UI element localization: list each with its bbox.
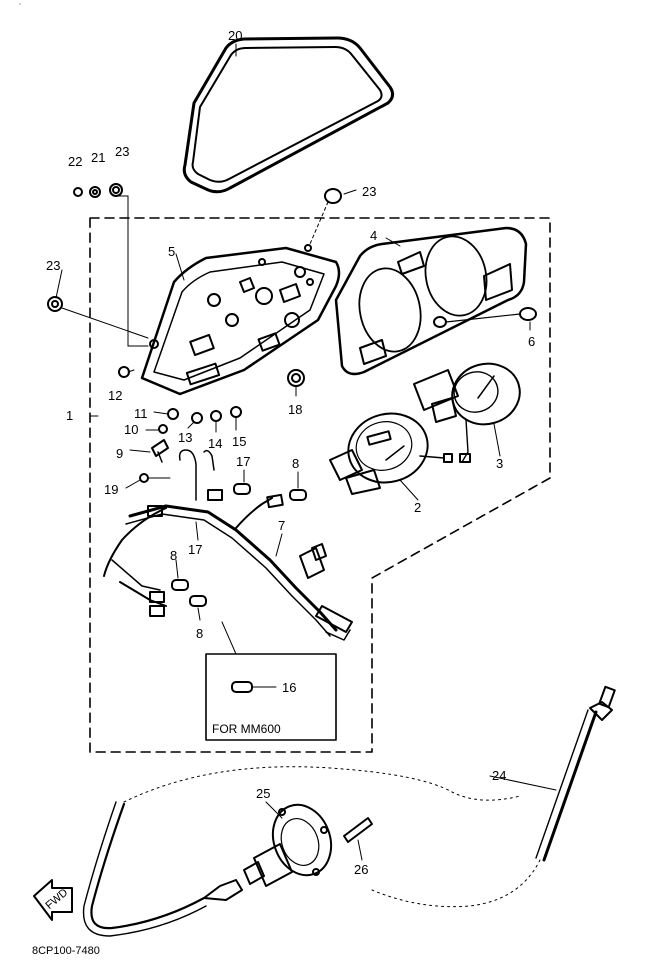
speedometer-part-2 xyxy=(329,412,453,495)
callout-21: 21 xyxy=(91,150,105,165)
callout-2: 2 xyxy=(414,500,421,515)
forward-arrow-label: FWD xyxy=(43,887,70,912)
callout-23-top-left: 23 xyxy=(115,144,129,159)
pin-part-26 xyxy=(343,817,373,843)
callout-4: 4 xyxy=(370,228,377,243)
callout-19: 19 xyxy=(104,482,118,497)
meter-panel-part-4 xyxy=(334,226,528,376)
callout-18: 18 xyxy=(288,402,302,417)
wire-harness-part-7 xyxy=(103,449,353,641)
grommet-part-18 xyxy=(287,369,305,387)
callout-12: 12 xyxy=(108,388,122,403)
callout-numbers: 20 22 21 23 23 4 5 23 6 12 18 1 11 10 13… xyxy=(46,28,535,877)
meter-cable-part-24 xyxy=(82,685,616,937)
fastener-parts-21-22-23 xyxy=(73,183,149,347)
callout-6: 6 xyxy=(528,334,535,349)
bulbs-parts-8-17-19 xyxy=(139,473,307,607)
callout-15: 15 xyxy=(232,434,246,449)
forward-arrow-icon xyxy=(33,879,73,921)
assembly-boundary-outline xyxy=(89,217,551,753)
meter-case-part-5 xyxy=(140,246,341,396)
callout-7: 7 xyxy=(278,518,285,533)
subset-box-label: FOR MM600 xyxy=(212,722,281,736)
callout-25: 25 xyxy=(256,786,270,801)
callout-17-upper: 17 xyxy=(236,454,250,469)
subset-box xyxy=(205,653,337,741)
callout-1: 1 xyxy=(66,408,73,423)
callout-10: 10 xyxy=(124,422,138,437)
callout-5: 5 xyxy=(168,244,175,259)
callout-17-lower: 17 xyxy=(188,542,202,557)
leader-lines xyxy=(19,3,557,861)
bulb-part-16 xyxy=(231,681,277,693)
bulb-part-6 xyxy=(433,307,537,328)
subset-box-pointer xyxy=(221,621,237,655)
callout-8-lower: 8 xyxy=(196,626,203,641)
callout-13: 13 xyxy=(178,430,192,445)
callout-8-upper: 8 xyxy=(292,456,299,471)
gasket-ring-part-20 xyxy=(182,36,395,194)
diagram-code: 8CP100-7480 xyxy=(32,945,100,957)
callout-16: 16 xyxy=(282,680,296,695)
nut-part-23-left xyxy=(47,296,149,339)
callout-14: 14 xyxy=(208,436,222,451)
callout-22: 22 xyxy=(68,154,82,169)
callout-3: 3 xyxy=(496,456,503,471)
callout-8-middle: 8 xyxy=(170,548,177,563)
callout-11: 11 xyxy=(134,406,148,421)
callout-23-top-right: 23 xyxy=(362,184,376,199)
tachometer-part-3 xyxy=(413,362,521,463)
nut-part-23-upper xyxy=(304,188,342,252)
callout-9: 9 xyxy=(116,446,123,461)
callout-23-left: 23 xyxy=(46,258,60,273)
meter-gear-part-25 xyxy=(243,803,333,887)
callout-24: 24 xyxy=(492,768,506,783)
callout-26: 26 xyxy=(354,862,368,877)
callout-20: 20 xyxy=(228,28,242,43)
